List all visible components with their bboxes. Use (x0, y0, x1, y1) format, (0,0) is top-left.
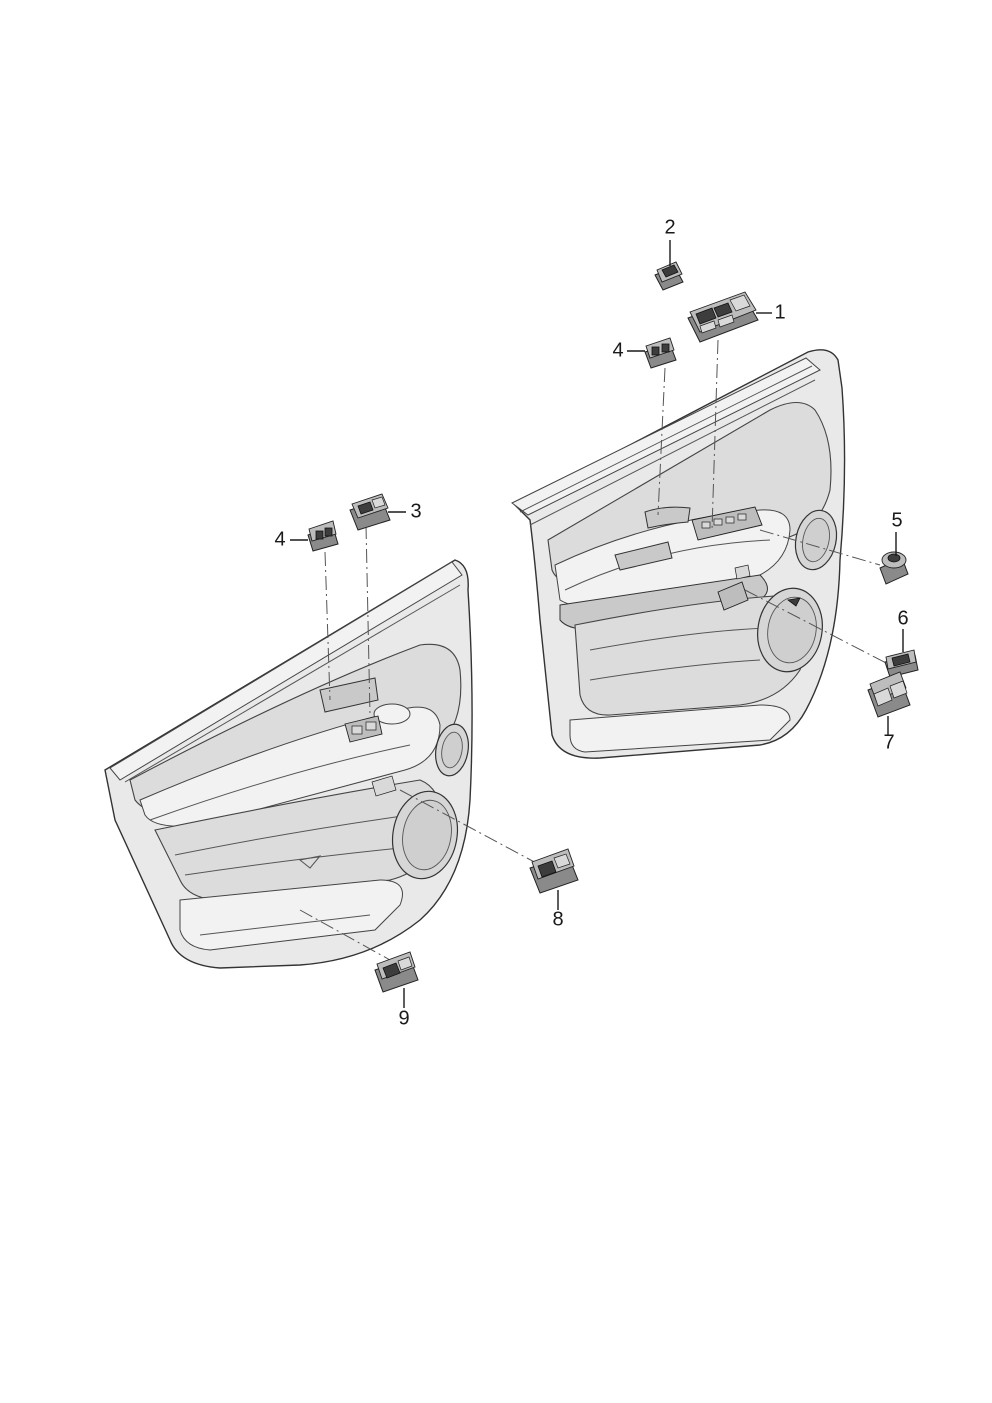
front-door-trim-panel (511, 349, 846, 759)
callout-labels: 2 1 4 3 4 5 6 7 8 9 (274, 216, 908, 1029)
callout-6: 6 (897, 607, 908, 629)
callout-7: 7 (883, 731, 894, 753)
callout-3: 3 (410, 500, 421, 522)
part-4-switch-right (644, 337, 677, 369)
part-2-switch (654, 261, 684, 291)
callout-1: 1 (774, 301, 785, 323)
assembly-lines (299, 339, 889, 961)
part-9-window-switch (374, 951, 419, 993)
callout-9: 9 (398, 1007, 409, 1029)
part-1-master-switch (687, 291, 759, 343)
part-3-switch (349, 493, 391, 531)
callout-5: 5 (891, 509, 902, 531)
part-8-window-switch (529, 848, 579, 894)
part-5-knob-switch (879, 551, 909, 585)
callout-2: 2 (664, 216, 675, 238)
callout-4-right: 4 (612, 339, 623, 361)
rear-door-trim-panel (104, 559, 473, 969)
part-4-switch-left (307, 520, 339, 552)
part-7-window-switch (867, 671, 911, 718)
part-6-switch (884, 649, 919, 678)
callout-8: 8 (552, 908, 563, 930)
callout-4-left: 4 (274, 528, 285, 550)
leader-lines (290, 240, 904, 1008)
